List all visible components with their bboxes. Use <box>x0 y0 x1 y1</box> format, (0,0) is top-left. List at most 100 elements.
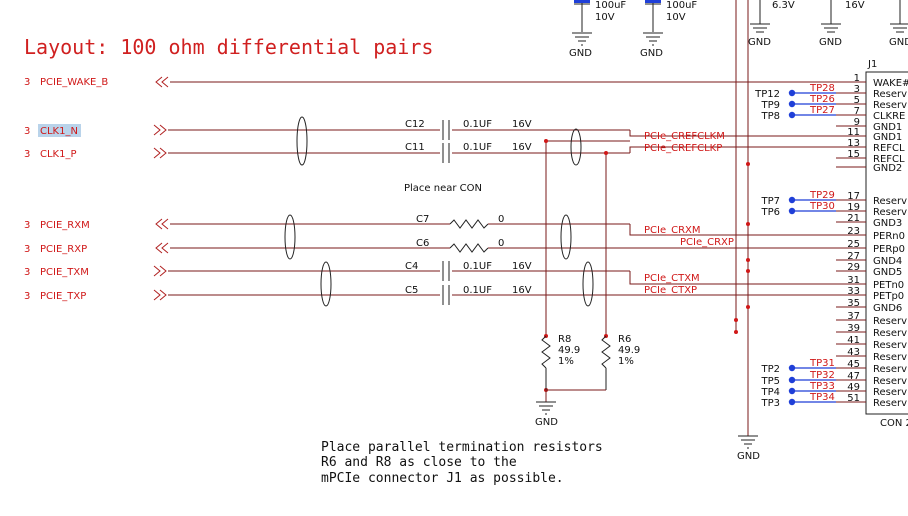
part-ref: C12 <box>405 119 425 130</box>
pin-number: 27 <box>847 251 860 262</box>
pin-number: 37 <box>847 311 860 322</box>
part-ref: C4 <box>405 261 418 272</box>
pin-name: GND5 <box>873 267 902 278</box>
series-cap-c12[interactable]: C12 0.1UF 16V <box>405 119 532 140</box>
pin-name: Reserv <box>873 207 907 218</box>
connector-pin[interactable]: 39 Reserv <box>836 323 907 339</box>
pin-number: 43 <box>847 347 860 358</box>
top-right-gnd-1: GND <box>748 37 771 48</box>
term-resistor-r6[interactable]: R6 49.9 1% <box>601 334 640 390</box>
pin-name: Reserv <box>873 100 907 111</box>
port-sheet-ref: 3 <box>24 149 30 160</box>
port-clk1-p[interactable]: 3 CLK1_P <box>24 149 77 160</box>
net-label: PCIe_CREFCLKM <box>644 131 725 142</box>
port-name: PCIE_RXP <box>40 244 87 255</box>
bulk-cap-2[interactable]: 100uF 10V GND <box>640 0 697 59</box>
pin-number: 3 <box>854 84 860 95</box>
pin-name: PERn0 <box>873 231 905 242</box>
port-pcie-txm[interactable]: 3 PCIE_TXM <box>24 267 89 278</box>
pin-number: 39 <box>847 323 860 334</box>
series-cap-c5[interactable]: C5 0.1UF 16V <box>405 285 532 305</box>
pin-name: CLKRE <box>873 111 905 122</box>
pin-name: GND4 <box>873 256 902 267</box>
series-cap-c4[interactable]: C4 0.1UF 16V <box>405 261 532 281</box>
bulk-cap-1[interactable]: 100uF 10V GND <box>569 0 626 59</box>
pin-name: Reserv <box>873 328 907 339</box>
port-pcie-rxm[interactable]: 3 PCIE_RXM <box>24 220 90 231</box>
pin-number: 11 <box>847 127 860 138</box>
pin-name: Reserv <box>873 398 907 409</box>
port-pcie-wake-b[interactable]: 3 PCIE_WAKE_B <box>24 77 108 88</box>
test-point-net: TP27 <box>809 105 835 116</box>
pin-number: 23 <box>847 226 860 237</box>
part-ref: C5 <box>405 285 418 296</box>
pin-number: 41 <box>847 335 860 346</box>
top-right-label-1: 6.3V <box>772 0 795 11</box>
term-resistor-r8[interactable]: R8 49.9 1% <box>541 334 580 390</box>
connector-j1[interactable]: J1 CON 2 1WAKE#3Reserv5Reserv7CLKRE9GND1… <box>836 59 908 429</box>
port-sheet-ref: 3 <box>24 220 30 231</box>
port-pcie-rxp[interactable]: 3 PCIE_RXP <box>24 244 87 255</box>
top-right-gnd-3: GND <box>889 37 908 48</box>
port-pcie-txp[interactable]: 3 PCIE_TXP <box>24 291 86 302</box>
ground-symbol <box>536 401 556 415</box>
port-name: PCIE_WAKE_B <box>40 77 108 88</box>
port-clk1-n[interactable]: 3 CLK1_N <box>24 124 81 137</box>
test-point-net: TP30 <box>809 201 835 212</box>
series-res-c7[interactable]: C7 0 <box>416 214 504 229</box>
connector-pin[interactable]: GND2 <box>836 163 902 174</box>
test-point[interactable]: TP12 TP28 <box>754 83 836 100</box>
test-point-dot <box>788 100 796 108</box>
port-chevrons <box>153 76 169 301</box>
test-point-label: TP6 <box>760 207 780 218</box>
part-rating: 16V <box>512 285 532 296</box>
test-point-net: TP32 <box>809 370 835 381</box>
connector-pin[interactable]: 23 PERn0 <box>836 226 905 242</box>
pin-name: PETp0 <box>873 291 904 302</box>
connector-pin[interactable]: 41 Reserv <box>836 335 907 351</box>
series-cap-c11[interactable]: C11 0.1UF 16V <box>405 142 532 163</box>
part-ref: C7 <box>416 214 429 225</box>
net-label: PCIe_CRXP <box>680 237 734 248</box>
pin-name: Reserv <box>873 340 907 351</box>
connector-pin[interactable]: 27 GND4 <box>836 251 902 267</box>
test-point-label: TP12 <box>754 89 780 100</box>
test-point-label: TP3 <box>760 398 780 409</box>
series-res-c6[interactable]: C6 0 <box>416 238 504 253</box>
port-sheet-ref: 3 <box>24 244 30 255</box>
test-point-net: TP28 <box>809 83 835 94</box>
bulk-cap-2-voltage: 10V <box>666 12 686 23</box>
test-point[interactable]: TP6 TP30 <box>760 201 836 218</box>
